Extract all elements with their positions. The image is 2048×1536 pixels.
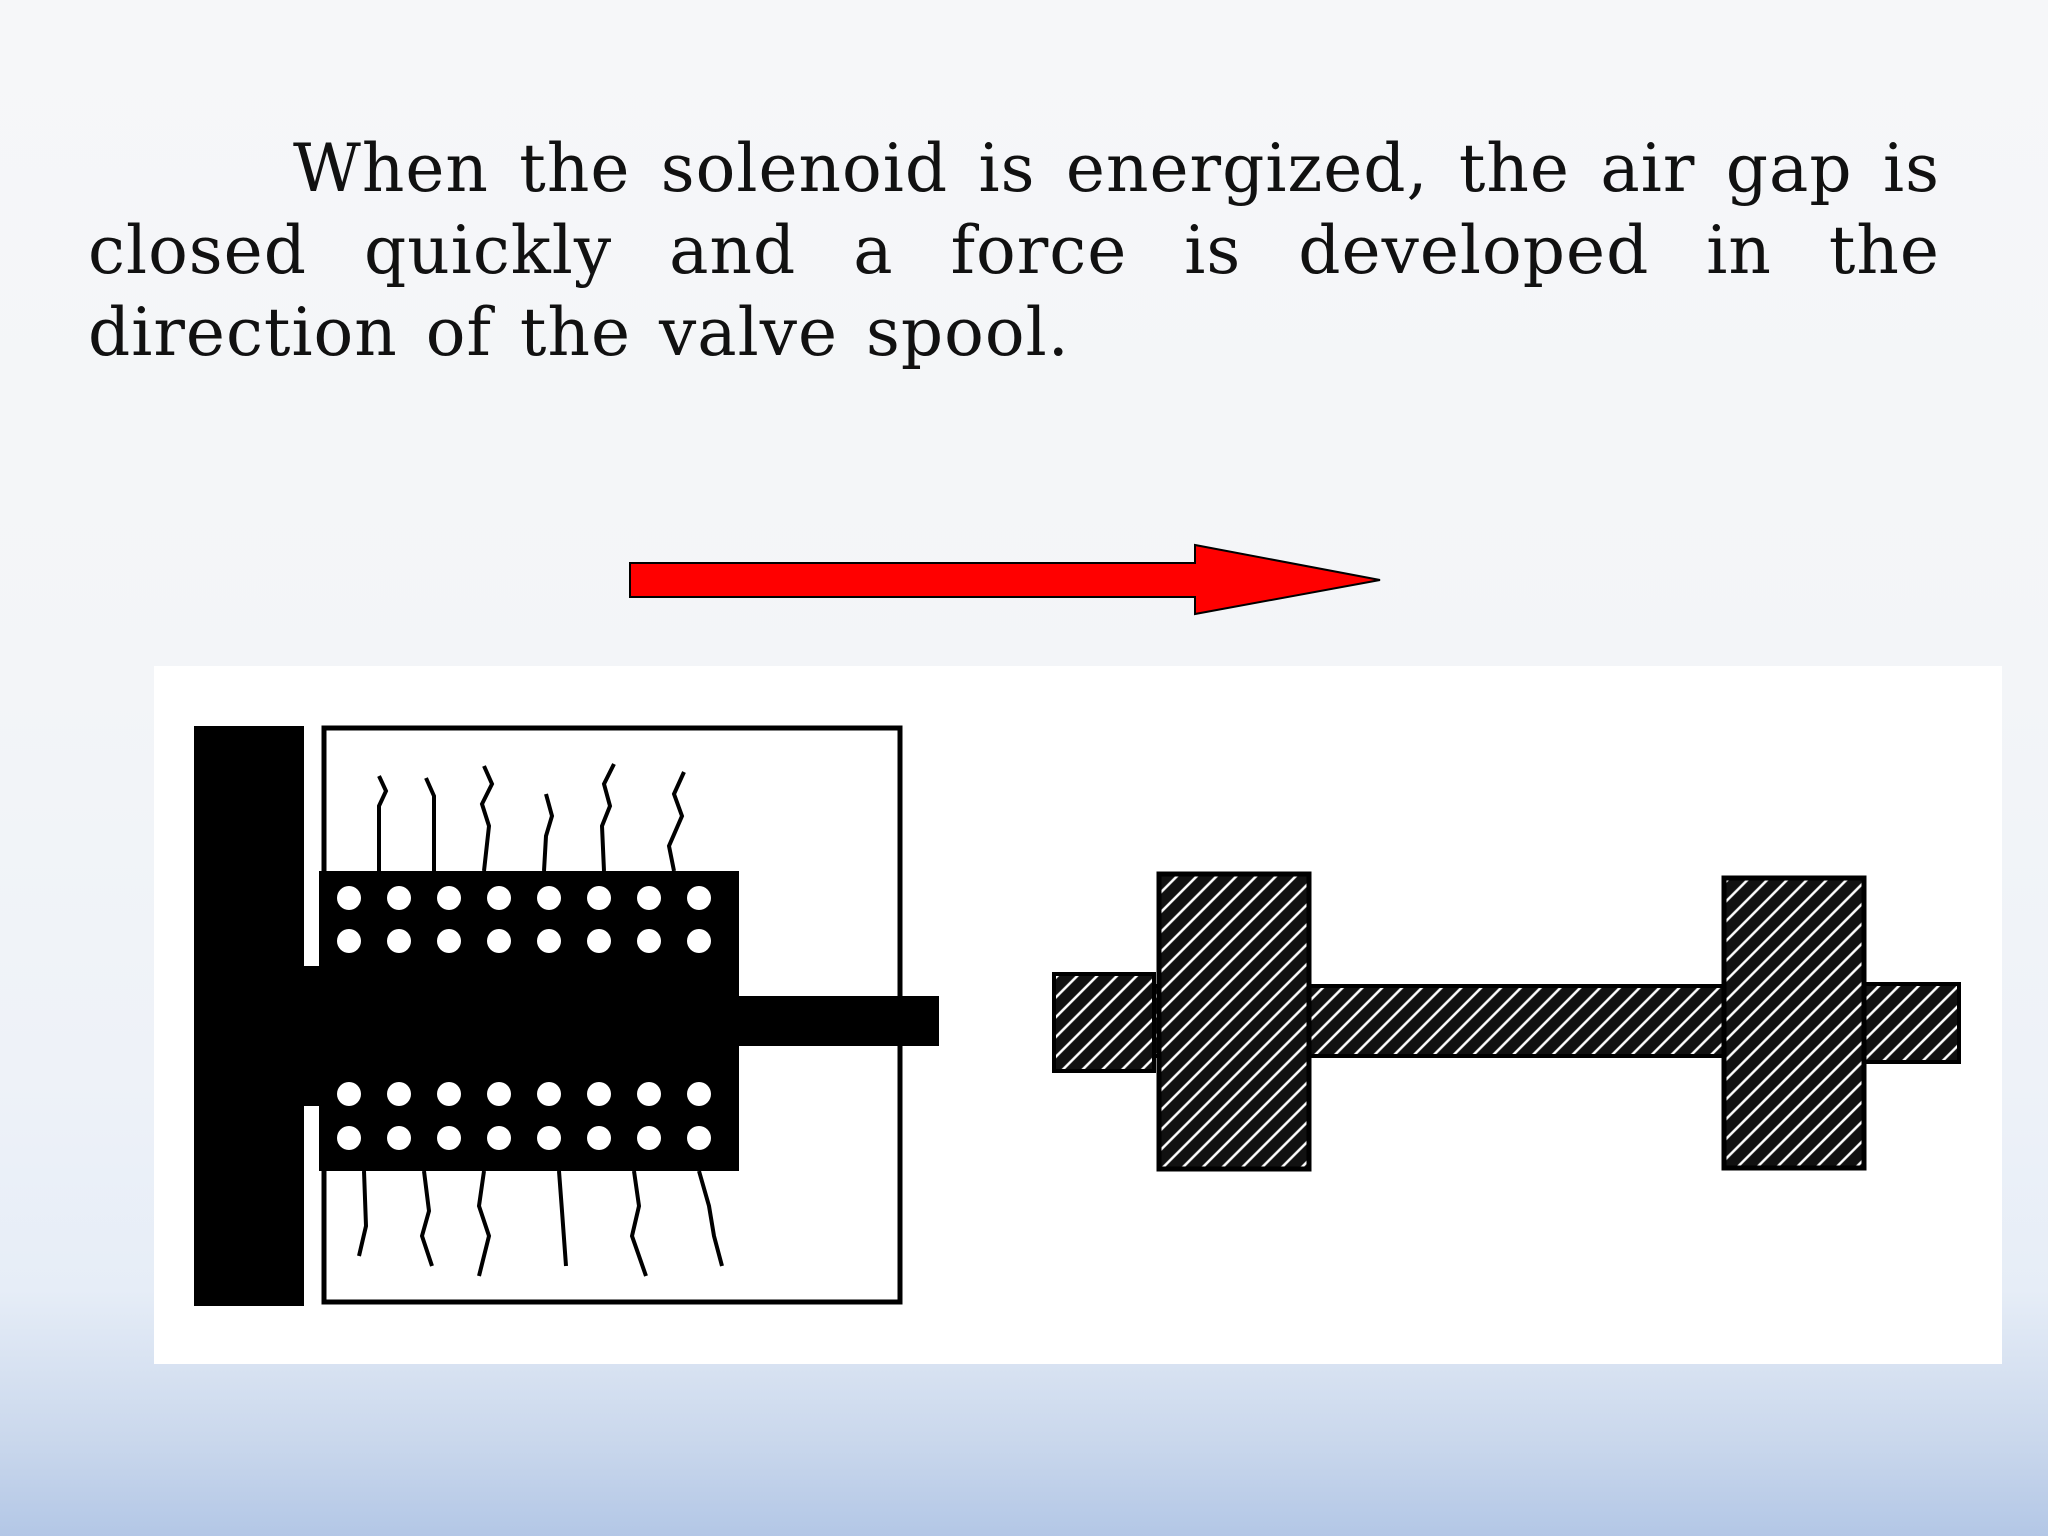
force-direction-arrow-icon xyxy=(629,543,1381,616)
spool-land-left xyxy=(1156,871,1312,1172)
slide-caption: When the solenoid is energized, the air … xyxy=(88,130,1940,371)
valve-spool xyxy=(1052,871,1961,1172)
lead-wires-bottom xyxy=(357,1170,724,1277)
solenoid-diagram-panel xyxy=(154,666,2002,1364)
arrow-shape xyxy=(629,543,1381,616)
armature-plate xyxy=(194,726,304,1306)
coil-winding-bottom xyxy=(319,1071,739,1171)
spool-left-rod-section xyxy=(1052,972,1156,1073)
coil-winding-top xyxy=(319,871,739,966)
spool-land-right xyxy=(1721,875,1867,1171)
lead-wires-top xyxy=(377,763,686,872)
push-rod xyxy=(734,996,939,1046)
spool-end xyxy=(1852,982,1961,1064)
solenoid-valve-diagram xyxy=(194,725,1961,1306)
